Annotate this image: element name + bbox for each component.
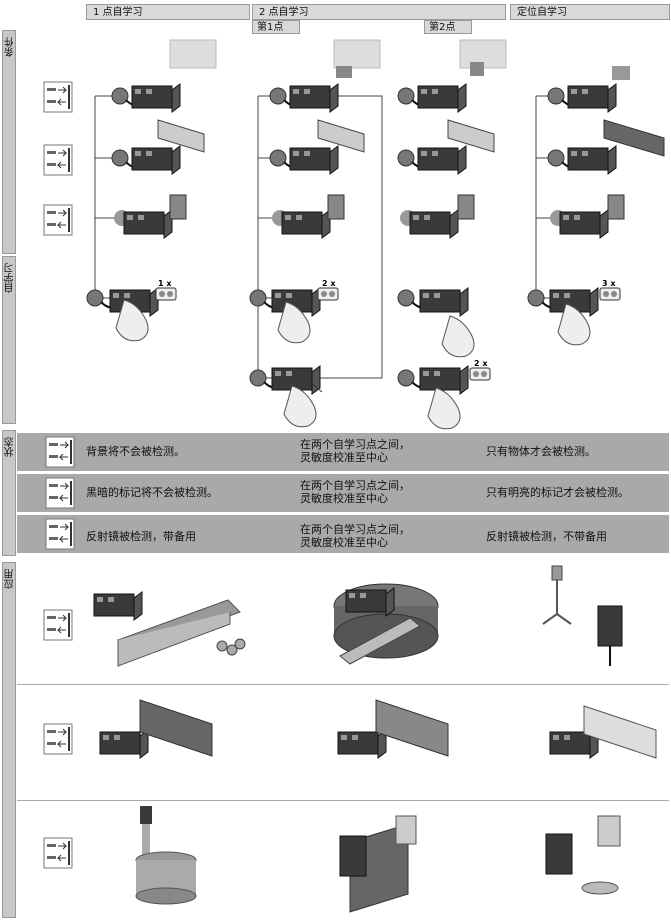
state-row-1 (17, 433, 669, 471)
state-2-two-a: 在两个自学习点之间， (300, 479, 410, 492)
first-point-tree (249, 39, 381, 428)
teach-diagram: 1 x 2 x 2 x (43, 39, 665, 430)
side-label-application: 应用 (2, 562, 16, 918)
state-1-three: 只有物体才会被检测。 (486, 445, 596, 458)
state-3-two-a: 在两个自学习点之间， (300, 523, 410, 536)
app-mark-icon (43, 723, 73, 755)
teach-count-two-b: 2 x (474, 359, 488, 368)
state-3-three: 反射镜被检测，不带备用 (486, 530, 607, 543)
state-3-one: 反射镜被检测，带备用 (86, 530, 196, 543)
reflector-icon (43, 204, 73, 236)
state-1-two-a: 在两个自学习点之间， (300, 438, 410, 451)
app-row3-reflector-b (339, 815, 417, 913)
state-row-2 (17, 474, 669, 512)
state-1-two-b: 灵敏度校准至中心 (300, 451, 388, 464)
app-row3-drum (135, 806, 197, 905)
positioning-tree (527, 66, 665, 346)
teach-count-one: 1 x (158, 279, 172, 288)
state-2-three: 只有明亮的标记才会被检测。 (486, 486, 629, 499)
teach-count-positioning: 3 x (602, 279, 616, 288)
state-3-two-b: 灵敏度校准至中心 (300, 536, 388, 549)
one-point-tree (86, 39, 217, 342)
app-row1-pick (542, 565, 623, 666)
state-2-two-b: 灵敏度校准至中心 (300, 492, 388, 505)
teach-count-two-a: 2 x (322, 279, 336, 288)
app-row2-mark-a (99, 699, 213, 759)
app-reflector-icon (43, 837, 73, 869)
app-row3-reflector-c (545, 815, 621, 895)
header-positioning: 定位自学习 (510, 4, 670, 20)
side-label-state: 状态 (2, 430, 16, 556)
header-two-point: 2 点自学习 (252, 4, 506, 20)
subheader-second-point: 第2点 (424, 20, 472, 34)
second-point-tree (397, 39, 507, 430)
app-row1-rotary-table (333, 583, 439, 665)
header-one-point: 1 点自学习 (86, 4, 250, 20)
state-2-one: 黑暗的标记将不会被检测。 (86, 486, 218, 499)
mark-icon (43, 144, 73, 176)
subheader-first-point: 第1点 (252, 20, 300, 34)
application-separator-2 (17, 800, 669, 801)
side-label-conditions: 条件 (2, 30, 16, 254)
side-label-teach: 自学习 (2, 256, 16, 424)
application-separator-1 (17, 684, 669, 685)
app-row2-mark-c (549, 705, 657, 759)
app-row2-mark-b (337, 699, 449, 759)
background-suppression-icon (43, 81, 73, 113)
app-background-icon (43, 609, 73, 641)
state-row-3 (17, 515, 669, 553)
app-row1-conveyor (93, 591, 246, 667)
state-1-one: 背景将不会被检测。 (86, 445, 185, 458)
